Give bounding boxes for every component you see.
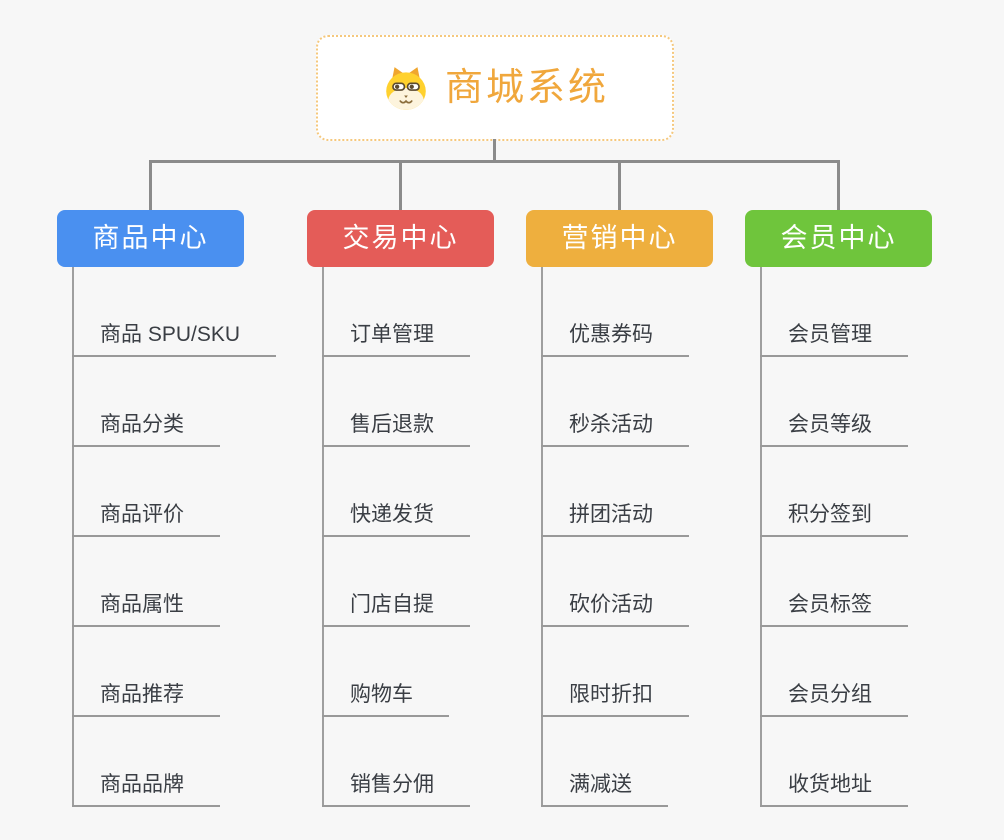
connector-branch-drop <box>149 160 152 210</box>
branch-node-1[interactable]: 商品中心 <box>57 210 244 267</box>
child-node[interactable]: 限时折扣 <box>541 675 689 717</box>
child-node[interactable]: 快递发货 <box>322 495 470 537</box>
child-node[interactable]: 会员等级 <box>760 405 908 447</box>
child-node[interactable]: 收货地址 <box>760 765 908 807</box>
connector-children-line <box>760 267 762 807</box>
child-node[interactable]: 商品分类 <box>72 405 220 447</box>
child-node[interactable]: 砍价活动 <box>541 585 689 627</box>
connector-children-line <box>72 267 74 807</box>
branch-node-4[interactable]: 会员中心 <box>745 210 932 267</box>
branch-node-label: 商品中心 <box>92 223 209 253</box>
child-node[interactable]: 会员分组 <box>760 675 908 717</box>
child-node[interactable]: 积分签到 <box>760 495 908 537</box>
branch-node-label: 会员中心 <box>780 223 897 253</box>
child-node[interactable]: 优惠券码 <box>541 315 689 357</box>
child-node[interactable]: 会员标签 <box>760 585 908 627</box>
connector-branch-drop <box>399 160 402 210</box>
child-node[interactable]: 订单管理 <box>322 315 470 357</box>
root-node[interactable]: 商城系统 <box>316 35 674 141</box>
connector-children-line <box>541 267 543 807</box>
branch-node-3[interactable]: 营销中心 <box>526 210 713 267</box>
child-node[interactable]: 销售分佣 <box>322 765 470 807</box>
child-node[interactable]: 拼团活动 <box>541 495 689 537</box>
child-node[interactable]: 会员管理 <box>760 315 908 357</box>
child-node[interactable]: 商品评价 <box>72 495 220 537</box>
child-node[interactable]: 商品品牌 <box>72 765 220 807</box>
connector-branch-drop <box>837 160 840 210</box>
child-node[interactable]: 商品推荐 <box>72 675 220 717</box>
connector-children-line <box>322 267 324 807</box>
branch-node-label: 营销中心 <box>561 223 678 253</box>
child-node[interactable]: 售后退款 <box>322 405 470 447</box>
branch-node-2[interactable]: 交易中心 <box>307 210 494 267</box>
connector-horizontal-bus <box>149 160 840 163</box>
child-node[interactable]: 商品属性 <box>72 585 220 627</box>
connector-branch-drop <box>618 160 621 210</box>
child-node[interactable]: 商品 SPU/SKU <box>72 315 277 357</box>
child-node[interactable]: 满减送 <box>541 765 668 807</box>
dog-face-icon <box>381 65 431 111</box>
child-node[interactable]: 购物车 <box>322 675 449 717</box>
branch-node-label: 交易中心 <box>342 223 459 253</box>
connector-root-drop <box>493 139 496 163</box>
child-node[interactable]: 门店自提 <box>322 585 470 627</box>
root-node-label: 商城系统 <box>444 67 609 109</box>
child-node[interactable]: 秒杀活动 <box>541 405 689 447</box>
